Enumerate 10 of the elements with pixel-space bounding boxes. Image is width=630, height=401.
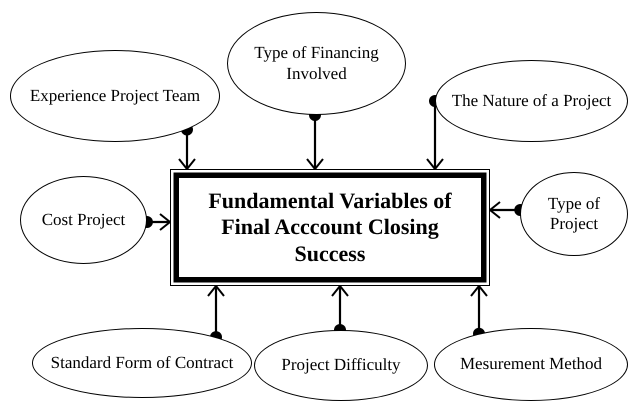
central-box: Fundamental Variables of Final Acccount Closing Success <box>170 169 490 286</box>
factor-ellipse: Project Difficulty <box>254 330 428 401</box>
factor-ellipse: Cost Project <box>20 176 147 264</box>
factor-ellipse: Experience Project Team <box>10 50 220 142</box>
factor-ellipse: Type of Financing Involved <box>227 12 406 115</box>
factor-ellipse: Standard Form of Contract <box>32 328 252 398</box>
arrow <box>426 95 444 170</box>
factor-ellipse: Type of Project <box>520 172 628 256</box>
factor-ellipse: Mesurement Method <box>434 328 628 401</box>
factor-ellipse: The Nature of a Project <box>435 60 628 142</box>
